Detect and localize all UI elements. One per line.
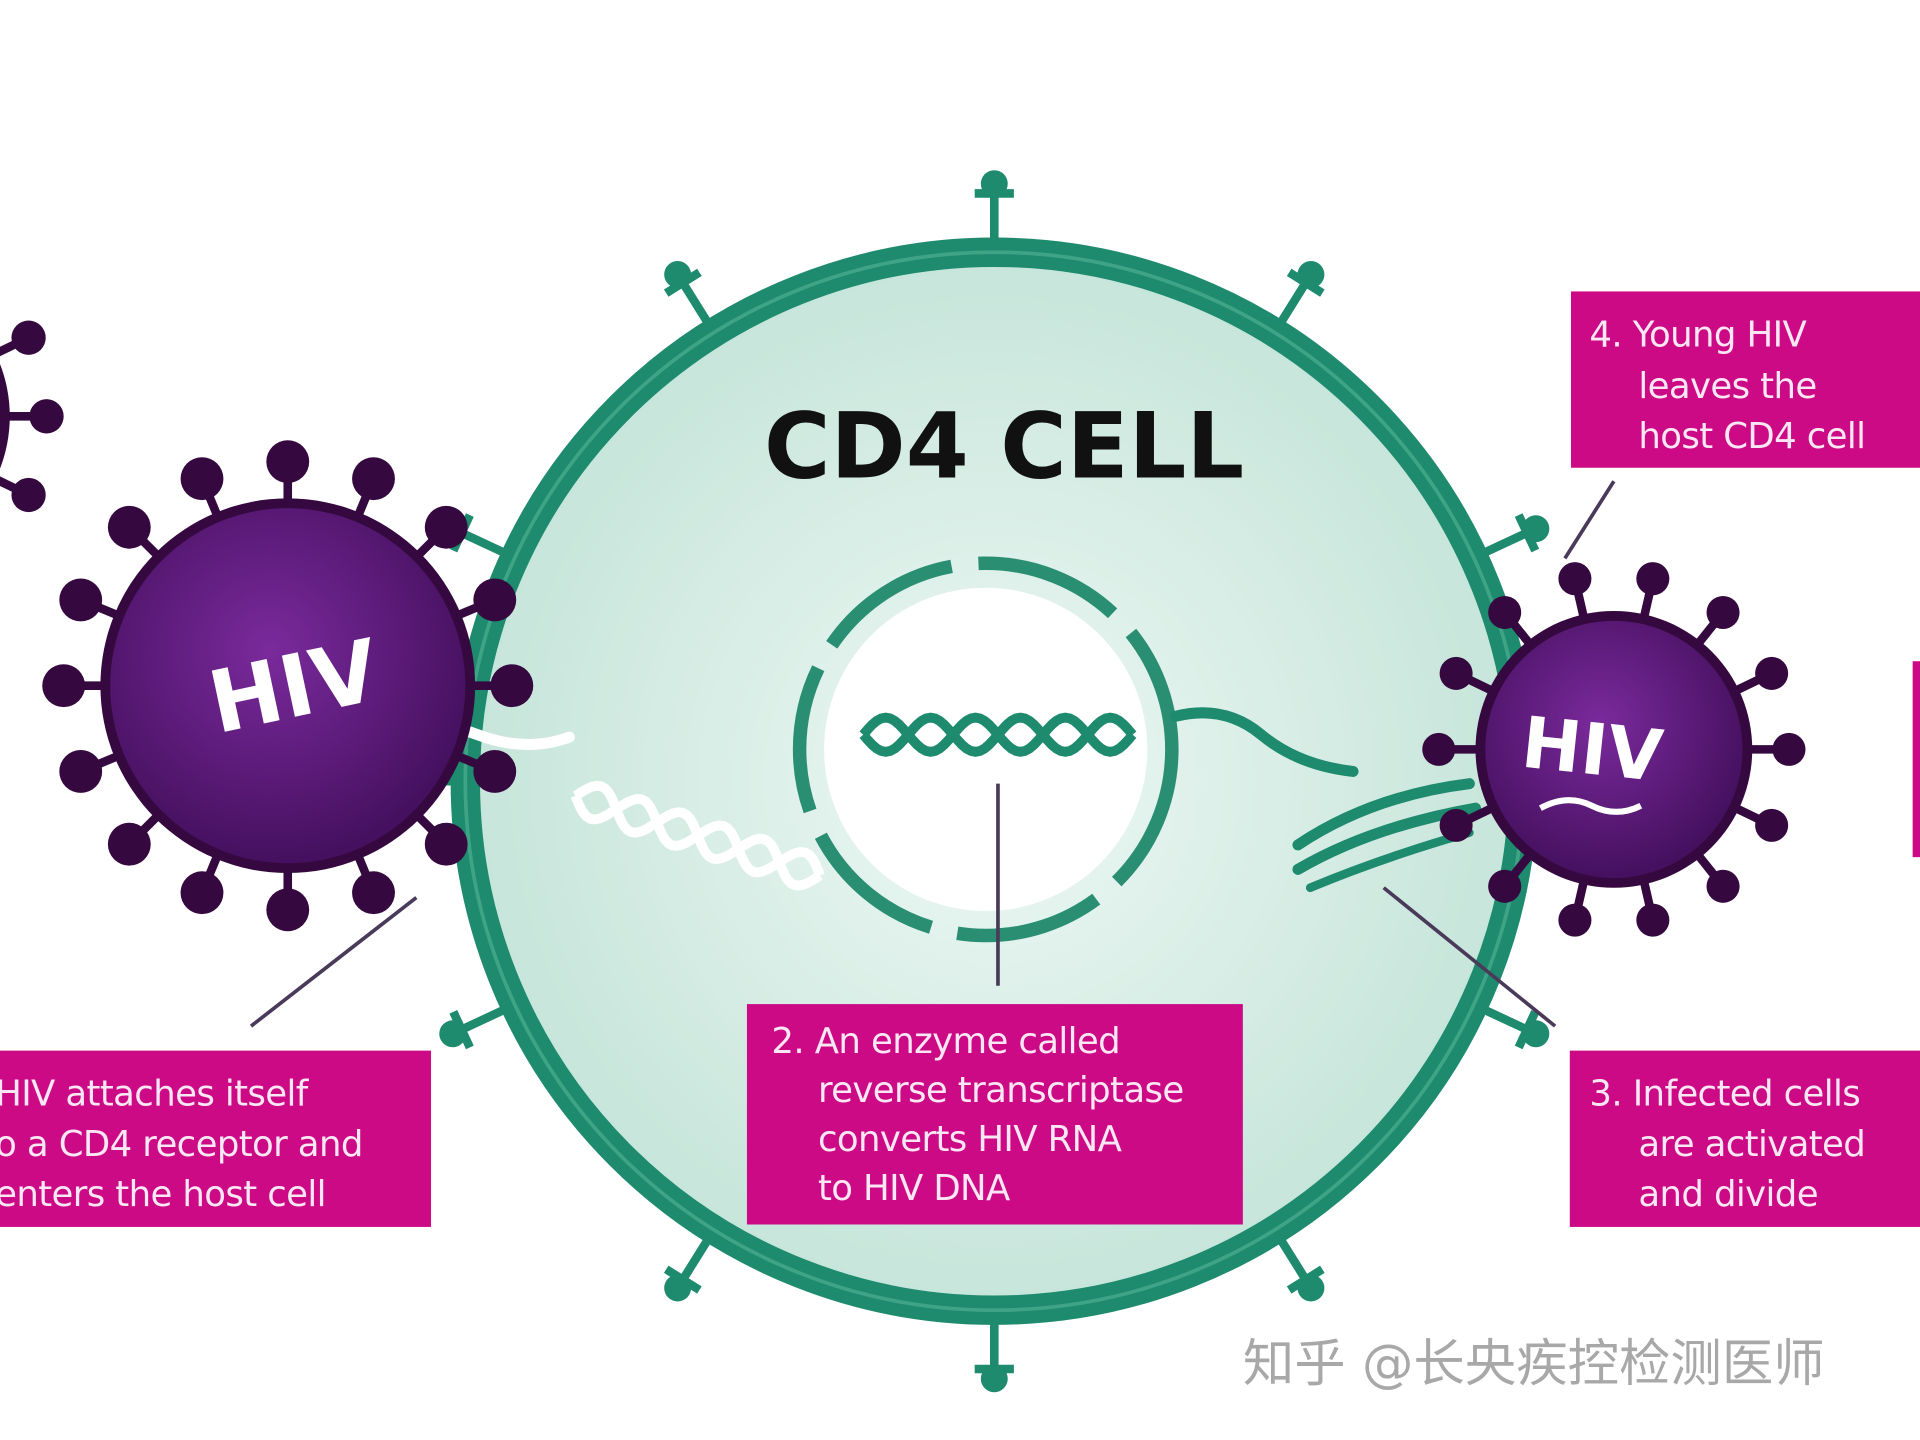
svg-text:to HIV DNA: to HIV DNA [818,1168,1010,1209]
step4-box: 4. Young HIV leaves the host CD4 cell [1571,291,1920,468]
pointer-lines [249,480,1616,1028]
svg-text:enters the host cell: enters the host cell [0,1174,326,1215]
svg-text:4. Young HIV: 4. Young HIV [1589,315,1806,356]
receptor-icon [663,261,718,335]
partial-hiv-virus-left-edge [0,320,64,513]
step1-box: HIV attaches itself o a CD4 receptor and… [0,1050,432,1227]
svg-text:HIV attaches itself: HIV attaches itself [0,1074,310,1115]
hiv-dna-in-nucleus-icon [859,712,1137,757]
svg-text:and divide: and divide [1638,1174,1818,1215]
watermark: 知乎 @长央疾控检测医师 [1243,1334,1825,1394]
cell-title: CD4 CELL [764,395,1244,500]
svg-text:converts HIV RNA: converts HIV RNA [818,1119,1122,1160]
nucleus-membrane [792,556,1179,943]
svg-text:host CD4 cell: host CD4 cell [1638,416,1865,457]
step2-box: 2. An enzyme called reverse transcriptas… [746,1004,1243,1225]
svg-text:3. Infected cells: 3. Infected cells [1589,1074,1860,1115]
receptor-icon [1471,1000,1550,1050]
right-virus-rna-icon [1538,797,1643,815]
right-hiv-virus [1422,562,1806,937]
viral-rna-strand-icon [1292,778,1475,851]
right-virus-label: HIV [1518,701,1667,798]
step3-box: 3. Infected cells are activated and divi… [1569,1050,1920,1227]
hiv-dna-in-cytoplasm-icon [570,780,825,891]
partial-box-right-edge [1912,661,1920,858]
svg-text:o a CD4 receptor and: o a CD4 receptor and [0,1124,363,1165]
svg-text:leaves the: leaves the [1638,366,1816,407]
left-hiv-virus [42,440,534,932]
viral-rna-strand-icon [1170,707,1359,777]
svg-text:are activated: are activated [1638,1124,1865,1165]
svg-text:2. An enzyme called: 2. An enzyme called [771,1021,1120,1062]
svg-text:reverse transcriptase: reverse transcriptase [818,1070,1184,1111]
